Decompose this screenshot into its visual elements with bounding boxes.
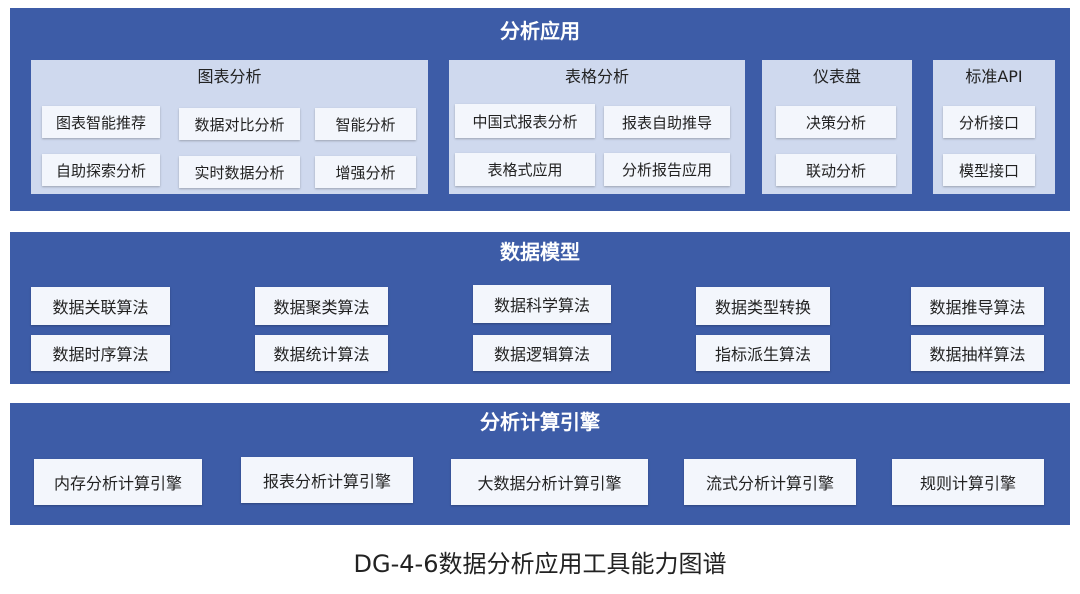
table-analysis-item: 分析报告应用 <box>604 153 730 186</box>
model-layer: 数据模型 数据关联算法 数据聚类算法 数据科学算法 数据类型转换 数据推导算法 … <box>10 232 1070 384</box>
engine-item: 内存分析计算引擎 <box>34 459 202 505</box>
model-item: 指标派生算法 <box>696 335 830 371</box>
chart-analysis-item: 实时数据分析 <box>179 156 300 188</box>
chart-analysis-panel: 图表分析 图表智能推荐 数据对比分析 智能分析 自助探索分析 实时数据分析 增强… <box>31 60 428 194</box>
model-item: 数据抽样算法 <box>911 335 1044 371</box>
table-analysis-item: 报表自助推导 <box>604 106 730 138</box>
model-layer-title: 数据模型 <box>500 240 580 264</box>
chart-analysis-title: 图表分析 <box>197 67 262 86</box>
figure-caption: DG-4-6数据分析应用工具能力图谱 <box>353 550 727 578</box>
model-item: 数据推导算法 <box>911 287 1044 325</box>
chart-analysis-item: 智能分析 <box>315 108 416 140</box>
table-analysis-panel: 表格分析 中国式报表分析 报表自助推导 表格式应用 分析报告应用 <box>449 60 745 194</box>
dashboard-item: 决策分析 <box>776 106 896 138</box>
model-item: 数据聚类算法 <box>255 287 388 325</box>
model-item: 数据科学算法 <box>473 285 611 323</box>
standard-api-item: 分析接口 <box>943 106 1035 138</box>
model-item: 数据逻辑算法 <box>473 335 611 371</box>
application-layer: 分析应用 图表分析 图表智能推荐 数据对比分析 智能分析 自助探索分析 实时数据… <box>10 8 1070 211</box>
model-item: 数据关联算法 <box>31 287 170 325</box>
engine-item: 流式分析计算引擎 <box>684 459 856 505</box>
table-analysis-item: 表格式应用 <box>455 153 595 186</box>
chart-analysis-item: 数据对比分析 <box>179 108 300 140</box>
chart-analysis-item: 图表智能推荐 <box>42 106 160 138</box>
table-analysis-item: 中国式报表分析 <box>455 104 595 138</box>
chart-analysis-item: 增强分析 <box>315 156 416 188</box>
engine-item: 规则计算引擎 <box>892 459 1044 505</box>
dashboard-title: 仪表盘 <box>812 67 861 86</box>
engine-layer-title: 分析计算引擎 <box>480 410 600 434</box>
application-layer-title: 分析应用 <box>500 19 580 43</box>
standard-api-item: 模型接口 <box>943 154 1035 186</box>
chart-analysis-item: 自助探索分析 <box>42 154 160 186</box>
model-item: 数据统计算法 <box>255 335 388 371</box>
model-item: 数据时序算法 <box>31 335 170 371</box>
model-item: 数据类型转换 <box>696 287 830 325</box>
standard-api-title: 标准API <box>965 67 1023 86</box>
engine-layer: 分析计算引擎 内存分析计算引擎 报表分析计算引擎 大数据分析计算引擎 流式分析计… <box>10 403 1070 525</box>
standard-api-panel: 标准API 分析接口 模型接口 <box>933 60 1055 194</box>
dashboard-panel: 仪表盘 决策分析 联动分析 <box>762 60 912 194</box>
engine-item: 大数据分析计算引擎 <box>451 459 648 505</box>
table-analysis-title: 表格分析 <box>564 67 629 86</box>
engine-item: 报表分析计算引擎 <box>241 457 413 503</box>
dashboard-item: 联动分析 <box>776 154 896 186</box>
